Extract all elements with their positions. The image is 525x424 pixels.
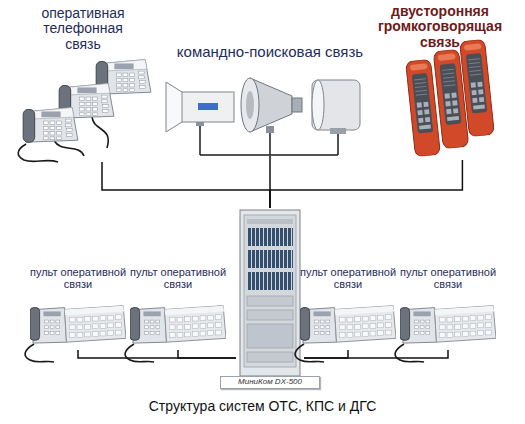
switch-rack-part: [247, 219, 293, 224]
device-group-node: пульт оперативной связи: [298, 264, 398, 350]
horn-speaker-box-part: [198, 103, 218, 110]
connection-line: [178, 350, 236, 358]
operator-consoles-part: [300, 306, 396, 343]
device-group-node: двусторонняя громкоговорящая связь: [370, 4, 510, 160]
horn-speaker-box: [166, 82, 234, 132]
connection-line: [270, 160, 462, 208]
phone-cords-part: [18, 144, 58, 162]
switch-rack-part: [247, 228, 293, 246]
device-group-node: пульт оперативной связи: [398, 264, 498, 350]
group-heading: двусторонняя громкоговорящая связь: [372, 4, 508, 50]
operator-consoles-part: [130, 306, 226, 343]
horn-speaker-cone-part: [292, 98, 302, 112]
cylinder-speaker-part: [312, 80, 324, 130]
group-heading: оперативная телефонная связь: [33, 6, 133, 52]
speaker-stands-part: [199, 124, 201, 155]
connection-line: [78, 350, 236, 358]
console-cords-part: [395, 344, 424, 362]
speaker-stands-part: [269, 133, 271, 155]
operator-consoles-part: [30, 306, 126, 343]
horn-speaker-box-part: [166, 82, 182, 132]
speaker-stands-part: [200, 154, 338, 156]
horn-speaker-cone-part: [241, 78, 259, 132]
horn-speaker-cone-part: [266, 126, 274, 133]
switch-rack: [240, 210, 300, 379]
connection-line: [102, 162, 270, 208]
switch-rack-part: [247, 324, 293, 348]
group-heading: пульт оперативной связи: [126, 266, 230, 290]
figure-caption: Структура систем ОТС, КПС и ДГС: [0, 398, 525, 414]
switch-rack-part: [247, 250, 293, 268]
horn-speaker-box-part: [180, 92, 234, 122]
group-heading: пульт оперативной связи: [396, 266, 500, 290]
horn-speaker-cone-part: [246, 91, 254, 119]
device-group-node: пульт оперативной связи: [128, 264, 228, 350]
connection-line: [304, 350, 348, 358]
cylinder-speaker: [312, 80, 360, 134]
switch-rack-part: [247, 296, 293, 306]
desk-phones-part: [23, 108, 78, 143]
group-heading: пульт оперативной связи: [296, 266, 400, 290]
intercom-units-part: [460, 39, 495, 137]
operator-consoles: [30, 306, 496, 343]
operator-consoles-part: [400, 306, 496, 343]
console-cords-part: [125, 344, 154, 362]
console-cords-part: [25, 344, 54, 362]
switch-rack-part: [240, 210, 300, 376]
switch-rack-part: [247, 352, 293, 362]
group-heading: командно-поисковая связь: [168, 44, 372, 61]
connection-line: [304, 350, 448, 358]
cylinder-speaker-part: [312, 80, 360, 130]
speaker-stands-part: [337, 134, 339, 155]
device-model-label: МиниКом DX-500: [220, 376, 320, 389]
switch-rack-part: [244, 215, 296, 367]
console-cords-part: [295, 344, 324, 362]
switch-rack-part: [247, 272, 293, 290]
horn-speaker-cone: [241, 78, 302, 133]
device-group-node: командно-поисковая связь: [168, 44, 372, 156]
console-cords: [25, 344, 424, 362]
device-group-node: оперативная телефонная связь: [15, 6, 160, 162]
device-group-node: пульт оперативной связи: [28, 264, 128, 350]
horn-speaker-box-part: [196, 122, 204, 126]
cylinder-speaker-part: [330, 128, 346, 134]
intercom-units: [406, 39, 495, 157]
group-heading: пульт оперативной связи: [26, 266, 130, 290]
switch-rack-part: [247, 310, 293, 320]
desk-phones: [23, 60, 151, 143]
switch-node: МиниКом DX-500: [236, 208, 304, 394]
